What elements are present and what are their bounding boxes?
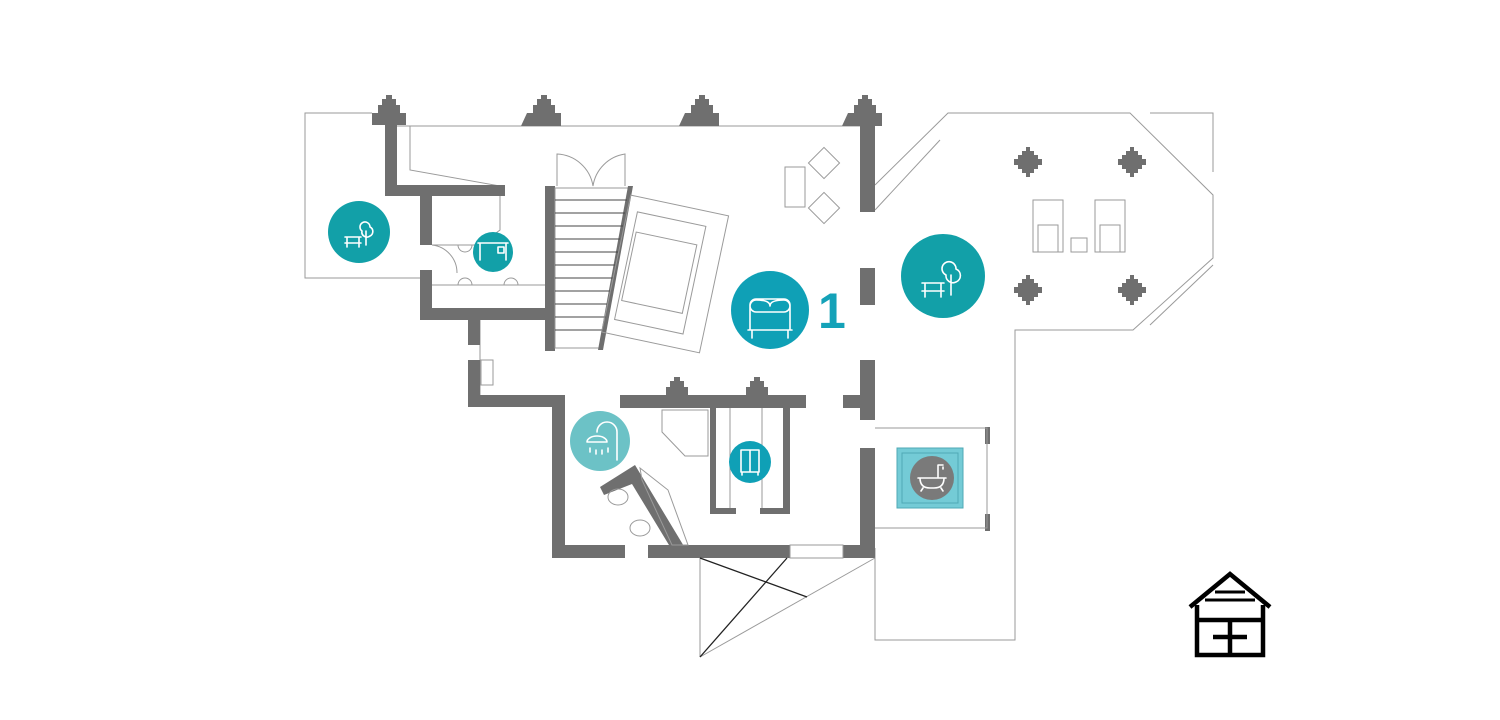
room-number-label: 1 — [818, 283, 846, 339]
terrace-garden-icon — [901, 234, 985, 318]
terrace-furniture — [1014, 147, 1146, 305]
bathroom-fixtures — [607, 408, 844, 559]
garden-terrace-icon — [328, 201, 390, 263]
entrance-doors[interactable] — [699, 557, 876, 658]
rain-shower-icon — [570, 411, 630, 471]
double-bed-icon — [731, 271, 809, 349]
house-floor-icon — [1188, 571, 1272, 658]
hot-tub-area[interactable] — [875, 427, 988, 529]
pilasters — [372, 95, 882, 395]
bed — [601, 194, 730, 354]
walls — [385, 120, 990, 558]
outline-lines — [304, 112, 1214, 641]
lounge-furniture — [431, 146, 841, 386]
desk-icon — [473, 232, 513, 272]
wardrobe-icon — [729, 441, 771, 483]
